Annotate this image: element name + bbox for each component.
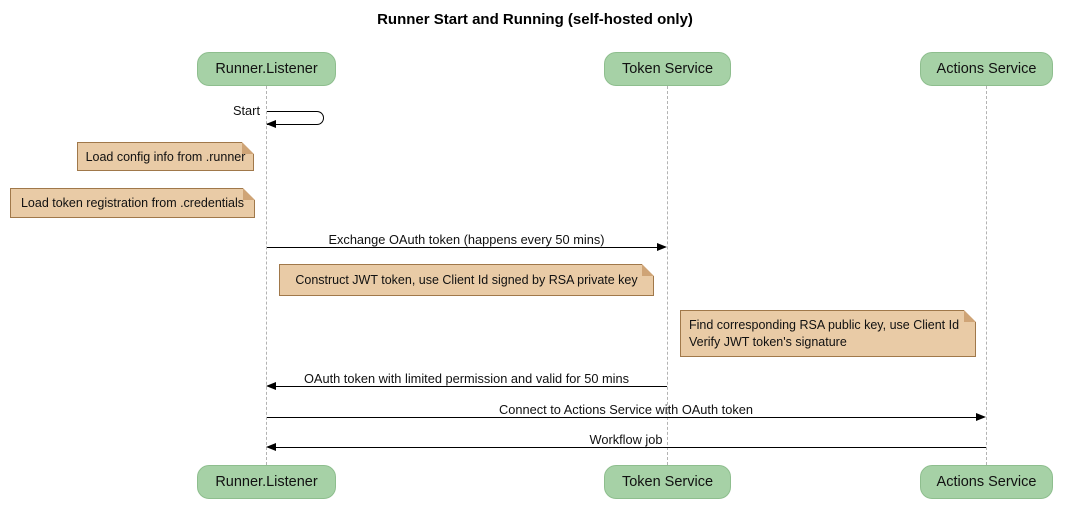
participant-token-service-bottom: Token Service [604,465,731,499]
participant-actions-service-bottom: Actions Service [920,465,1053,499]
self-message-loop [267,111,324,125]
message-oauth-return-label: OAuth token with limited permission and … [303,371,630,386]
lifeline-actions-service [986,86,987,465]
participant-runner-listener-bottom: Runner.Listener [197,465,336,499]
note-text: Load token registration from .credential… [20,196,245,210]
participant-label: Actions Service [936,474,1037,490]
note-text-line1: Find corresponding RSA public key, use C… [689,318,960,332]
message-oauth-return-line [276,386,667,387]
participant-label: Runner.Listener [215,474,318,490]
arrowhead-left-icon [266,120,276,128]
participant-label: Token Service [621,474,714,490]
note-find-rsa-key: Find corresponding RSA public key, use C… [680,310,976,357]
note-text: Construct JWT token, use Client Id signe… [295,273,638,287]
participant-label: Token Service [621,61,714,77]
message-exchange-oauth-line [267,247,658,248]
participant-actions-service-top: Actions Service [920,52,1053,86]
message-start-label: Start [232,103,260,118]
message-connect-label: Connect to Actions Service with OAuth to… [499,402,753,417]
note-text: Load config info from .runner [85,149,246,164]
arrowhead-left-icon [266,382,276,390]
arrowhead-right-icon [657,243,667,251]
message-connect-line [267,417,977,418]
participant-label: Runner.Listener [215,61,318,77]
message-workflow-job-label: Workflow job [589,432,663,447]
message-workflow-job-line [276,447,986,448]
diagram-title: Runner Start and Running (self-hosted on… [377,11,693,28]
participant-runner-listener-top: Runner.Listener [197,52,336,86]
arrowhead-right-icon [976,413,986,421]
participant-label: Actions Service [936,61,1037,77]
note-load-token-registration: Load token registration from .credential… [10,188,255,218]
note-text-line2: Verify JWT token's signature [689,334,847,349]
lifeline-runner-listener [266,86,267,465]
message-exchange-oauth-label: Exchange OAuth token (happens every 50 m… [328,232,605,247]
lifeline-token-service [667,86,668,465]
participant-token-service-top: Token Service [604,52,731,86]
arrowhead-left-icon [266,443,276,451]
note-construct-jwt: Construct JWT token, use Client Id signe… [279,264,654,296]
note-load-config: Load config info from .runner [77,142,254,171]
